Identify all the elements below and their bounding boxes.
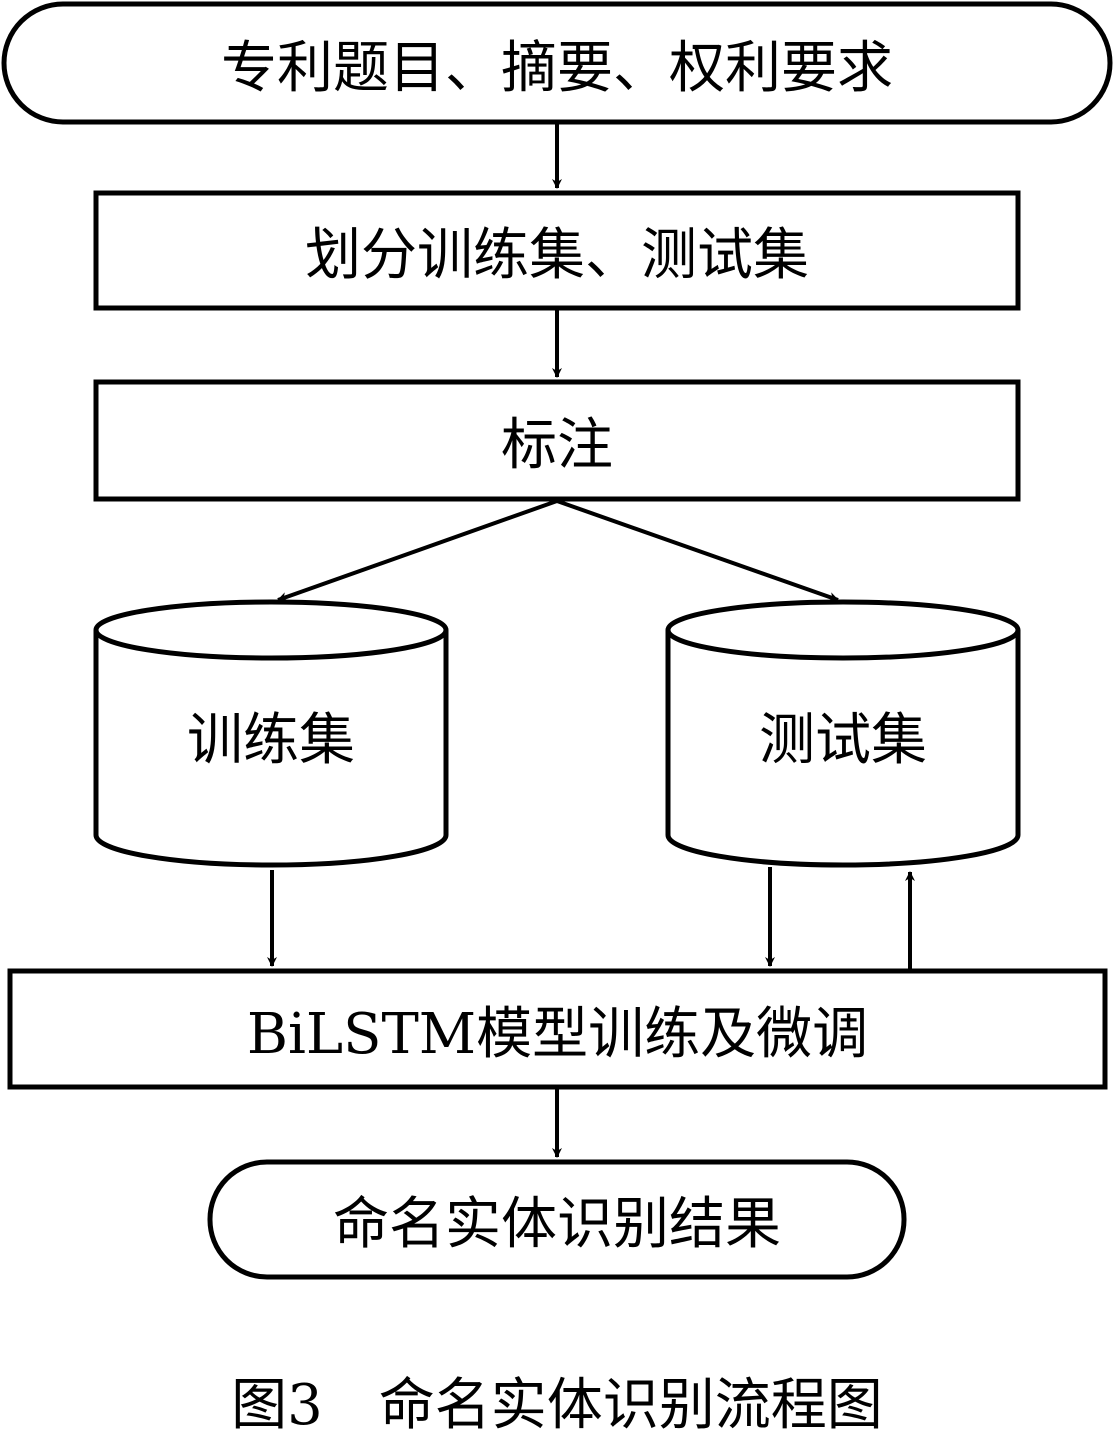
- input-terminator-shape: [1, 1, 1113, 125]
- train-set-database-shape: [93, 599, 449, 868]
- annotate-label: 标注: [501, 413, 613, 478]
- train-set-label: 训练集: [187, 707, 355, 773]
- split-process-shape: [93, 190, 1021, 311]
- test-set-label: 测试集: [759, 707, 927, 773]
- edge-annotate-to-train: [277, 499, 558, 602]
- annotate-process-shape: [93, 379, 1021, 502]
- result-label: 命名实体识别结果: [333, 1192, 781, 1257]
- input-label: 专利题目、摘要、权利要求: [221, 35, 893, 101]
- split-label: 划分训练集、测试集: [305, 223, 809, 288]
- figure-caption: 图3 命名实体识别流程图: [231, 1372, 883, 1438]
- model-process-shape: [7, 968, 1108, 1090]
- model-label: BiLSTM模型训练及微调: [246, 1001, 869, 1067]
- edge-annotate-to-test: [556, 499, 839, 602]
- result-terminator-shape: [207, 1159, 907, 1280]
- test-set-database-shape: [665, 599, 1021, 868]
